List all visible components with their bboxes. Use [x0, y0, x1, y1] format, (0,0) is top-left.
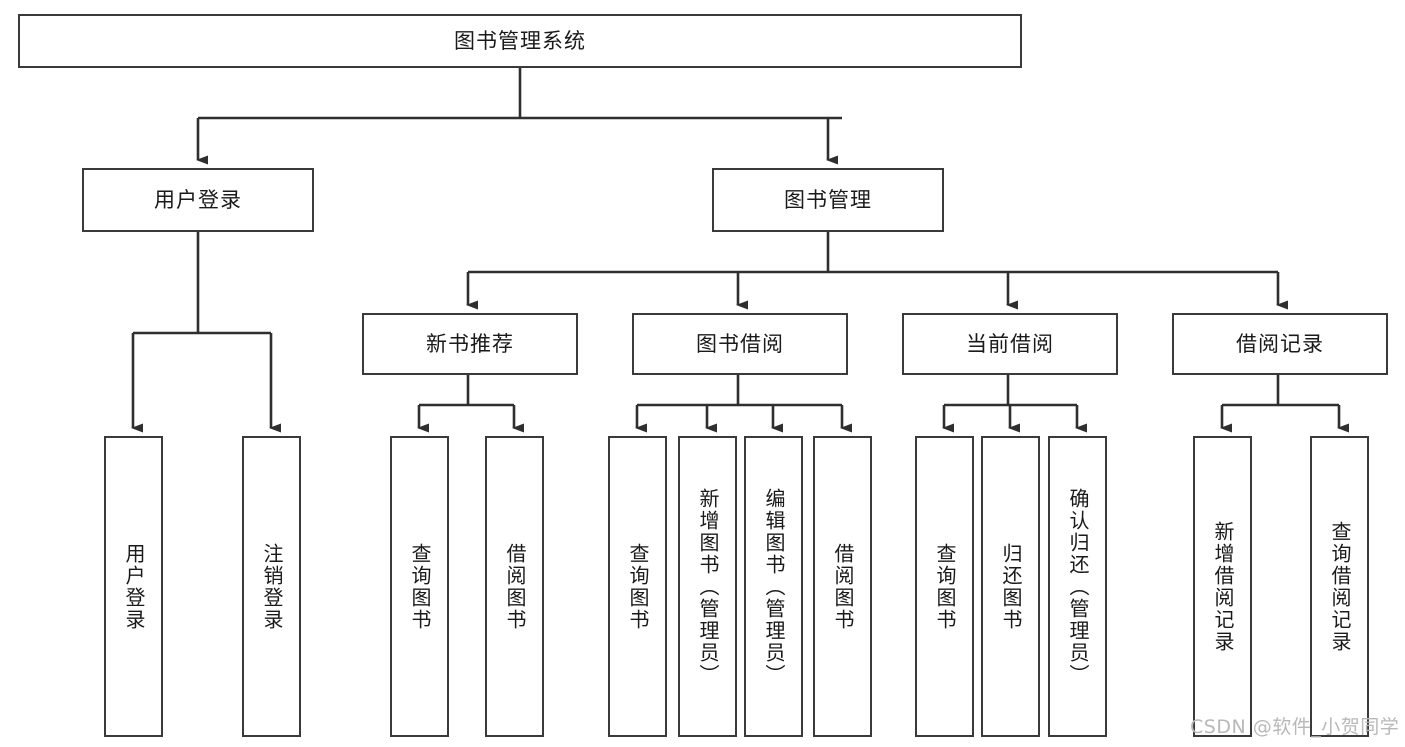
node-root-label: 图书管理系统 [454, 28, 586, 53]
node-root[interactable]: 图书管理系统 [18, 14, 1022, 68]
node-leaf-label: 借阅图书 [503, 542, 527, 631]
node-borrow-record[interactable]: 借阅记录 [1172, 313, 1388, 375]
node-leaf-label: 注销登录 [260, 542, 284, 631]
node-leaf-label: 新增图书（管理员） [696, 487, 720, 686]
node-leaf[interactable]: 查询借阅记录 [1310, 436, 1369, 737]
node-leaf-label: 编辑图书（管理员） [762, 487, 786, 686]
node-borrow-record-label: 借阅记录 [1236, 331, 1324, 356]
node-leaf-label: 查询图书 [933, 542, 957, 631]
node-leaf[interactable]: 确认归还（管理员） [1048, 436, 1107, 737]
node-new-book-recommend-label: 新书推荐 [426, 331, 514, 356]
node-leaf[interactable]: 借阅图书 [485, 436, 544, 737]
node-current-borrow-label: 当前借阅 [966, 331, 1054, 356]
node-book-borrow-label: 图书借阅 [696, 331, 784, 356]
node-leaf-label: 查询借阅记录 [1328, 520, 1352, 653]
node-leaf-label: 借阅图书 [831, 542, 855, 631]
node-leaf-label: 确认归还（管理员） [1066, 487, 1090, 686]
node-leaf[interactable]: 用户登录 [104, 436, 163, 737]
node-leaf[interactable]: 归还图书 [981, 436, 1040, 737]
node-leaf[interactable]: 编辑图书（管理员） [744, 436, 803, 737]
node-new-book-recommend[interactable]: 新书推荐 [362, 313, 578, 375]
node-leaf[interactable]: 借阅图书 [813, 436, 872, 737]
node-book-borrow[interactable]: 图书借阅 [632, 313, 848, 375]
node-leaf-label: 用户登录 [122, 542, 146, 631]
node-user-login-label: 用户登录 [154, 187, 242, 212]
node-leaf-label: 查询图书 [408, 542, 432, 631]
node-book-management[interactable]: 图书管理 [712, 168, 944, 232]
node-current-borrow[interactable]: 当前借阅 [902, 313, 1118, 375]
node-leaf[interactable]: 新增借阅记录 [1193, 436, 1252, 737]
node-leaf[interactable]: 新增图书（管理员） [678, 436, 737, 737]
node-leaf[interactable]: 查询图书 [608, 436, 667, 737]
node-leaf[interactable]: 查询图书 [390, 436, 449, 737]
node-leaf-label: 新增借阅记录 [1211, 520, 1235, 653]
watermark: CSDN @软件_小贺同学 [1190, 716, 1400, 738]
node-leaf-label: 查询图书 [626, 542, 650, 631]
node-book-management-label: 图书管理 [784, 187, 872, 212]
node-user-login[interactable]: 用户登录 [82, 168, 314, 232]
node-leaf[interactable]: 注销登录 [242, 436, 301, 737]
node-leaf-label: 归还图书 [999, 542, 1023, 631]
node-leaf[interactable]: 查询图书 [915, 436, 974, 737]
